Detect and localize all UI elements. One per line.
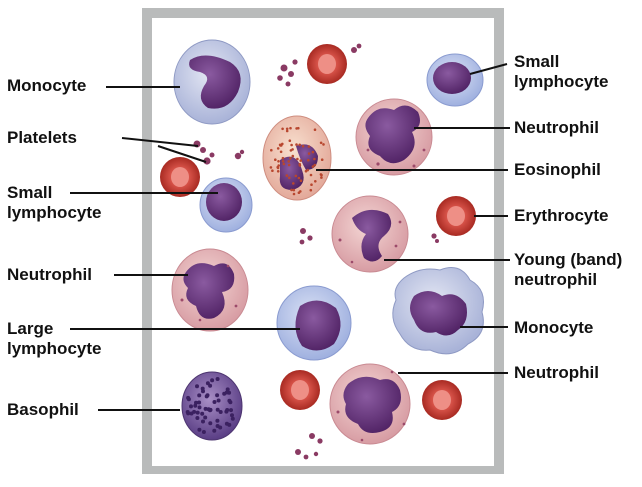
small-lymphocyte-cell-left xyxy=(199,177,253,233)
platelets-cluster-bottom xyxy=(295,433,323,460)
erythrocyte-cell-bottom-left xyxy=(280,370,320,410)
label-erythrocyte: Erythrocyte xyxy=(514,206,609,225)
label-eosinophil: Eosinophil xyxy=(514,160,601,179)
platelets-cluster-top xyxy=(277,43,362,87)
monocyte-cell-right xyxy=(392,267,484,355)
label-basophil: Basophil xyxy=(7,400,79,419)
basophil-cell xyxy=(181,371,243,441)
eosinophil-cell xyxy=(262,115,332,201)
erythrocyte-cell-right xyxy=(436,196,476,236)
leader-lines xyxy=(70,63,510,411)
label-neutrophil-bottom: Neutrophil xyxy=(514,363,599,382)
large-lymphocyte-cell xyxy=(276,285,352,361)
monocyte-cell-top xyxy=(173,39,251,125)
leader-line-platelets-b xyxy=(157,145,207,163)
label-large-lymphocyte: Large lymphocyte xyxy=(7,319,102,358)
label-neutrophil-upper: Neutrophil xyxy=(514,118,599,137)
neutrophil-cell-bottom xyxy=(329,363,411,445)
platelets-cluster-middle xyxy=(299,228,439,245)
label-monocyte-right: Monocyte xyxy=(514,318,594,337)
leader-line-platelets-a xyxy=(121,137,199,147)
neutrophil-cell-upper xyxy=(355,98,433,176)
label-platelets: Platelets xyxy=(7,128,77,147)
erythrocyte-cell-top xyxy=(307,44,347,84)
neutrophil-cell-left xyxy=(171,248,249,332)
erythrocyte-cell-left xyxy=(160,157,200,197)
label-band-neutrophil: Young (band) neutrophil xyxy=(514,250,623,289)
small-lymphocyte-cell-right xyxy=(426,53,484,107)
band-neutrophil-cell xyxy=(331,195,409,273)
erythrocyte-cell-bottom-right xyxy=(422,380,462,420)
label-neutrophil-left: Neutrophil xyxy=(7,265,92,284)
leader-line-small-lymphocyte-right xyxy=(469,63,508,75)
label-small-lymphocyte-left: Small lymphocyte xyxy=(7,183,102,222)
label-monocyte-left: Monocyte xyxy=(7,76,87,95)
label-small-lymphocyte-right: Small lymphocyte xyxy=(514,52,609,91)
